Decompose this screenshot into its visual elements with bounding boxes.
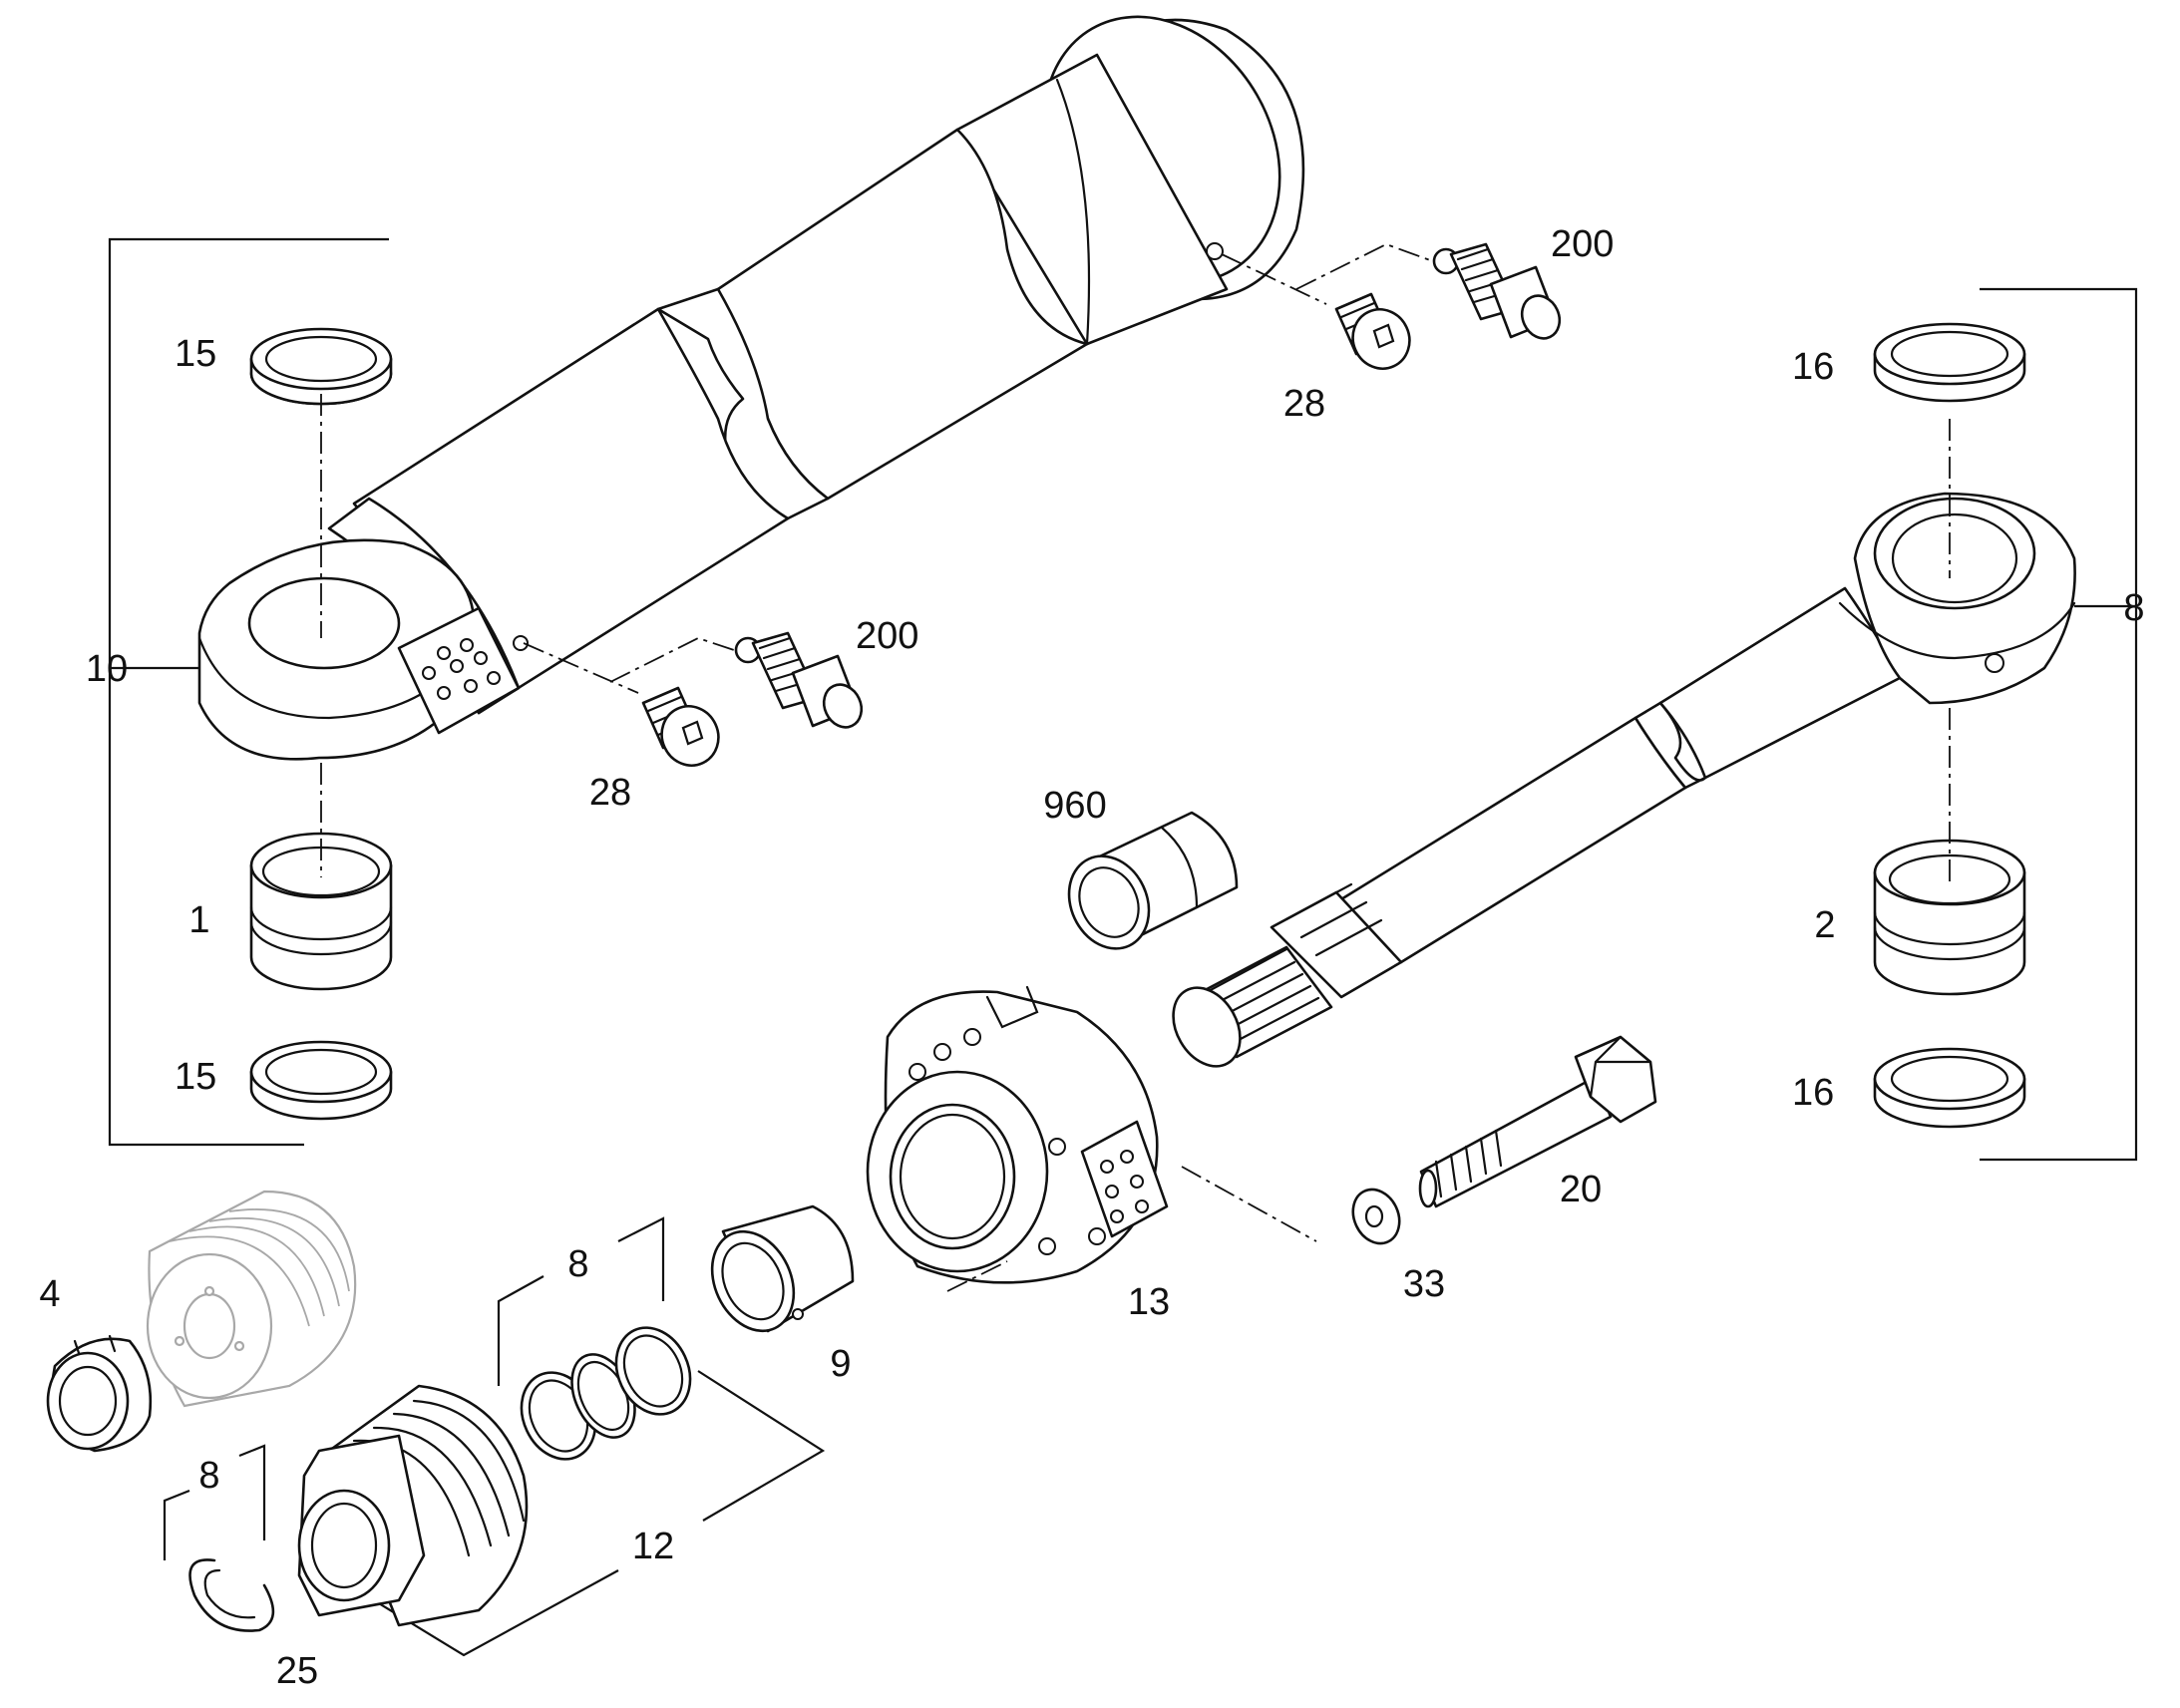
callout-200-top: 200 <box>1551 223 1614 265</box>
callout-4: 4 <box>39 1273 60 1315</box>
piston-rod <box>1172 492 2076 1068</box>
cylinder-barrel <box>327 15 1305 715</box>
piston-12 <box>297 1384 529 1627</box>
bracket-8-right <box>1980 287 2138 1162</box>
callout-8-right: 8 <box>2123 587 2144 629</box>
callout-200-mid: 200 <box>856 615 918 657</box>
callout-16-top: 16 <box>1792 346 1834 388</box>
gland-13 <box>866 985 1317 1292</box>
callout-16-bottom: 16 <box>1792 1072 1834 1114</box>
sleeve-960 <box>1067 811 1239 950</box>
washer-33 <box>1351 1188 1401 1245</box>
bracket-8-ring-right <box>238 1444 266 1540</box>
right-bushing-group <box>1873 287 2138 1162</box>
callout-1: 1 <box>188 899 209 941</box>
callout-20: 20 <box>1560 1169 1602 1210</box>
callout-25: 25 <box>276 1650 318 1692</box>
callout-8-seals: 8 <box>567 1243 588 1285</box>
bushing-1 <box>249 832 393 991</box>
callout-960: 960 <box>1043 785 1106 827</box>
cylinder-eye-end <box>197 538 521 761</box>
callout-8-ring: 8 <box>198 1455 219 1497</box>
washer-16-top <box>1873 322 2026 403</box>
seal-set-8 <box>497 1216 692 1461</box>
bracket-10 <box>108 237 389 1147</box>
piston-ghost-reference <box>146 1190 357 1408</box>
bracket-12-top <box>697 1370 826 1522</box>
left-bushing-group <box>108 237 393 1147</box>
washer-15-bottom <box>249 1040 393 1121</box>
callout-9: 9 <box>830 1343 851 1385</box>
callout-28-mid: 28 <box>589 772 631 814</box>
callout-10: 10 <box>86 648 128 690</box>
callout-33: 33 <box>1403 1263 1445 1305</box>
middle-fittings <box>523 631 864 767</box>
valve-200-top <box>1432 242 1562 340</box>
bracket-8-ring-left <box>163 1489 190 1560</box>
washer-16-bottom <box>1873 1047 2026 1129</box>
callout-28-top: 28 <box>1283 383 1325 425</box>
callout-2: 2 <box>1814 904 1835 946</box>
nut-4 <box>46 1334 153 1453</box>
callout-15-top: 15 <box>175 333 216 375</box>
circlip-25 <box>188 1558 275 1632</box>
bushing-9 <box>710 1204 855 1333</box>
bolt-20 <box>1418 1035 1657 1208</box>
plug-28-top <box>1334 292 1411 370</box>
plug-28-mid <box>641 686 720 767</box>
callout-13: 13 <box>1128 1281 1170 1323</box>
valve-200-mid <box>734 631 864 729</box>
callout-12: 12 <box>632 1526 674 1567</box>
callout-15-bottom: 15 <box>175 1056 216 1098</box>
washer-15-top <box>249 327 393 406</box>
top-fittings <box>1221 242 1562 370</box>
